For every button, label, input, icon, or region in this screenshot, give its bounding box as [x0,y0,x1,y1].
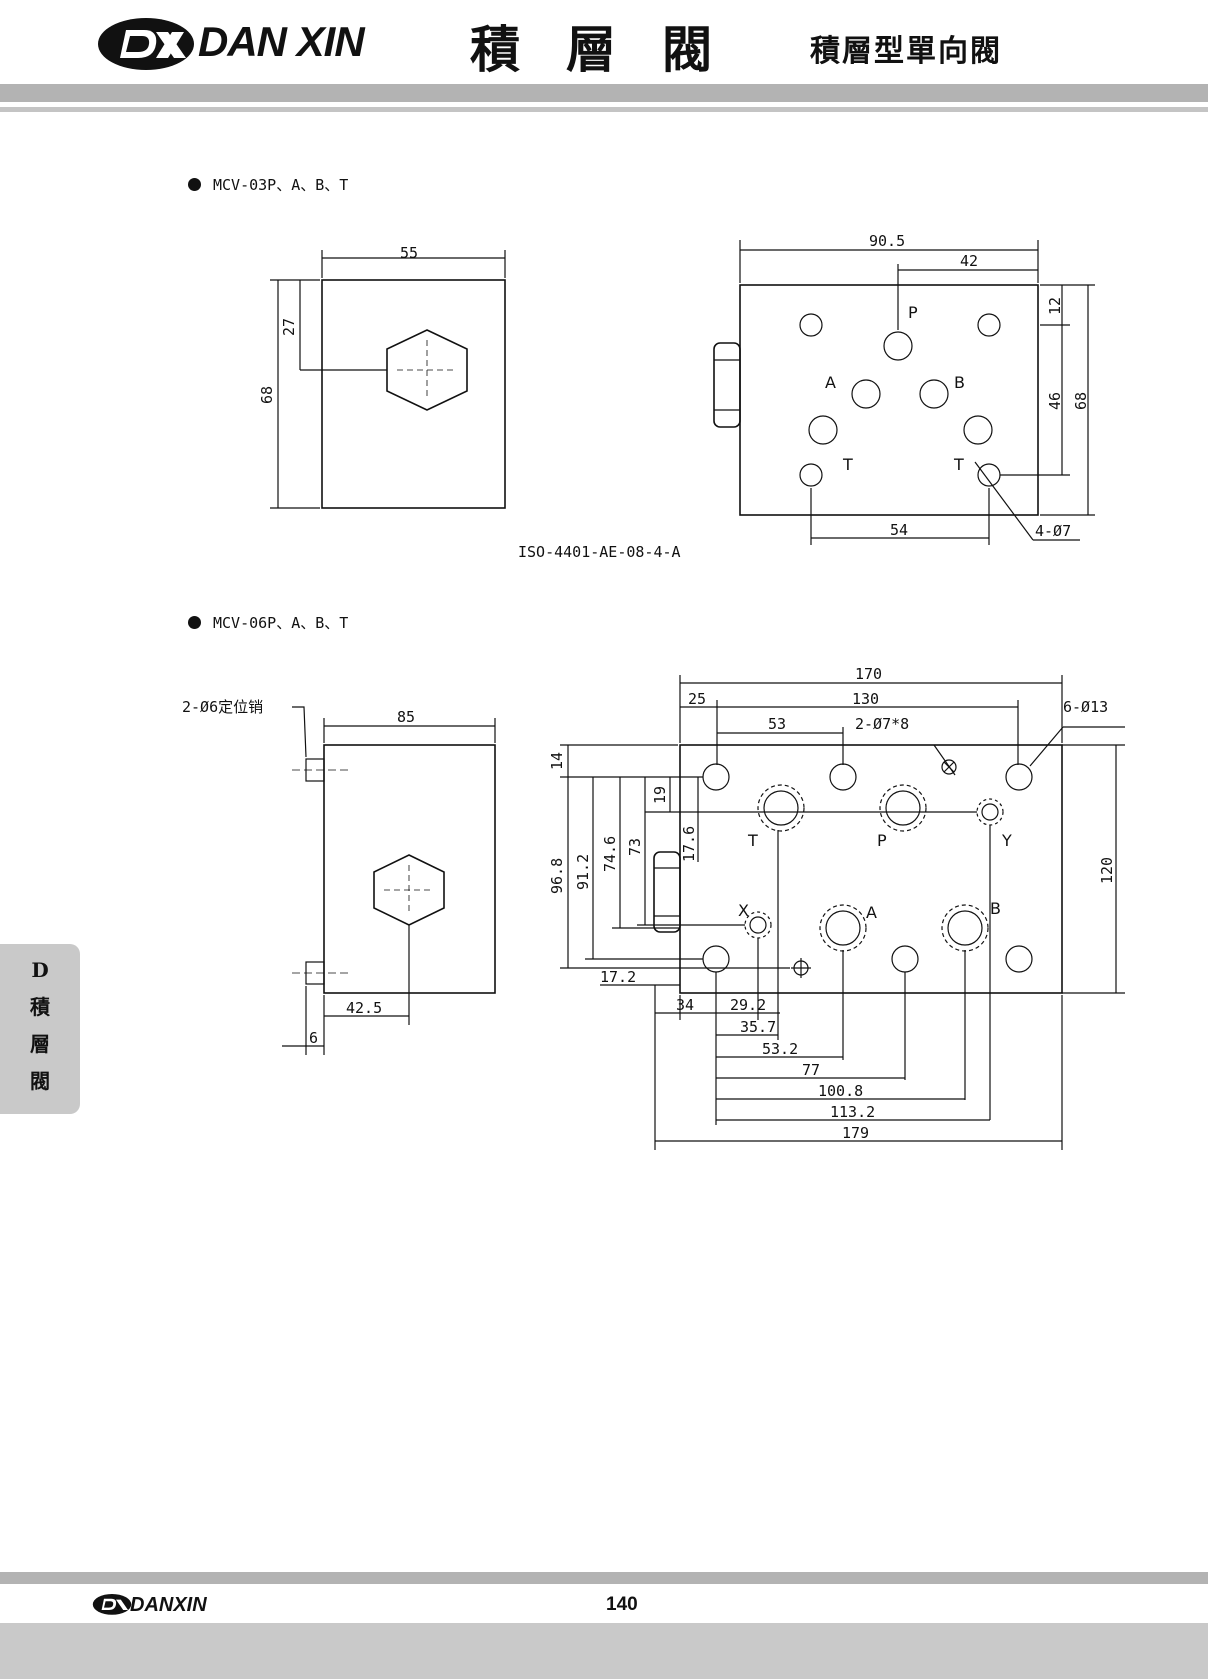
footer-brand-text: DANXIN [130,1594,207,1616]
dim-mcv06-height-120: 120 [1098,857,1116,884]
page-subtitle: 積層型單向閥 [810,34,1002,69]
dim-mcv06-h-179: 179 [842,1124,869,1142]
note-mcv06-pins: 2-Ø6定位销 [182,698,263,716]
danxin-logo-icon [98,18,194,70]
port-label-p: P [908,303,918,322]
dim-mcv03-face-bottom-54: 54 [890,521,908,539]
footer-band [0,1623,1208,1679]
dim-mcv03-side-height: 68 [258,386,276,404]
bullet-icon [188,178,201,191]
port-label-a: A [866,903,877,922]
dim-mcv06-width-130: 130 [852,690,879,708]
port-label-b: B [990,899,1001,918]
section-side-tab: D 積 層 閥 [0,944,80,1114]
dim-mcv06-h-113-2: 113.2 [830,1103,875,1121]
note-mcv06-bolt-holes: 6-Ø13 [1063,698,1108,716]
iso-standard-label: ISO-4401-AE-08-4-A [518,543,681,561]
dim-mcv06-v-19: 19 [651,786,669,804]
dim-mcv06-v-14: 14 [548,752,566,770]
dim-mcv06-h-34: 34 [676,996,694,1014]
header-divider-line [0,107,1208,112]
danxin-footer-logo-icon [92,1594,132,1615]
dim-mcv06-v-91-2: 91.2 [574,854,592,890]
port-label-t2: T [953,455,964,474]
dim-mcv03-face-width: 90.5 [869,232,905,250]
dim-mcv06-v-96-8: 96.8 [548,858,566,894]
dim-mcv03-face-top-12: 12 [1046,297,1064,315]
port-label-t: T [747,831,758,850]
dim-mcv03-face-height: 68 [1072,392,1090,410]
port-label-y: Y [1001,831,1012,850]
dim-mcv06-side-pin-offset: 6 [309,1029,318,1047]
dim-mcv06-v-74-6: 74.6 [601,836,619,872]
dim-mcv06-v-73: 73 [626,838,644,856]
mcv03-face-view [713,240,1095,545]
section-title-mcv03: MCV-03P、A、B、T [188,174,348,195]
section-model-label: MCV-06P、A、B、T [213,614,349,632]
mcv06-side-view [282,706,496,1055]
dim-mcv03-face-height-46: 46 [1046,392,1064,410]
dim-mcv06-offset-53: 53 [768,715,786,733]
dim-mcv06-offset-25: 25 [688,690,706,708]
port-label-a: A [825,373,836,392]
brand-logo-text: DAN XIN [198,18,365,65]
dim-mcv06-side-width: 85 [397,708,415,726]
section-title-mcv06: MCV-06P、A、B、T [188,612,348,633]
dim-mcv06-h-53-2: 53.2 [762,1040,798,1058]
note-mcv03-holes: 4-Ø7 [1035,522,1071,540]
note-mcv06-pin-holes: 2-Ø7*8 [855,715,909,733]
port-label-t1: T [842,455,853,474]
page-number: 140 [606,1594,638,1615]
footer-divider-bar [0,1572,1208,1584]
side-tab-char: 層 [30,1032,50,1056]
page-title: 積層閥 [470,21,758,79]
dim-mcv03-side-hex-offset: 27 [280,318,298,336]
port-label-x: X [738,901,749,920]
dim-mcv03-side-width: 55 [400,244,418,262]
page-header: DAN XIN 積層閥 積層型單向閥 [0,0,1208,84]
header-divider-bar [0,84,1208,102]
dim-mcv03-face-offset-42: 42 [960,252,978,270]
section-model-label: MCV-03P、A、B、T [213,176,349,194]
side-tab-char: 積 [30,995,50,1019]
port-label-p: P [877,831,887,850]
bullet-icon [188,616,201,629]
side-tab-char: 閥 [30,1069,50,1093]
side-tab-letter: D [31,958,49,982]
dim-mcv06-h-17-2: 17.2 [600,968,636,986]
dim-mcv06-h-77: 77 [802,1061,820,1079]
dim-mcv06-v-17-6: 17.6 [680,826,698,862]
mcv03-side-view [270,250,506,509]
dim-mcv06-h-100-8: 100.8 [818,1082,863,1100]
dim-mcv06-h-35-7: 35.7 [740,1018,776,1036]
mcv06-face-view [560,675,1125,1150]
dim-mcv06-h-29-2: 29.2 [730,996,766,1014]
port-label-b: B [954,373,965,392]
dim-mcv06-side-hex-offset: 42.5 [346,999,382,1017]
dim-mcv06-width-170: 170 [855,665,882,683]
